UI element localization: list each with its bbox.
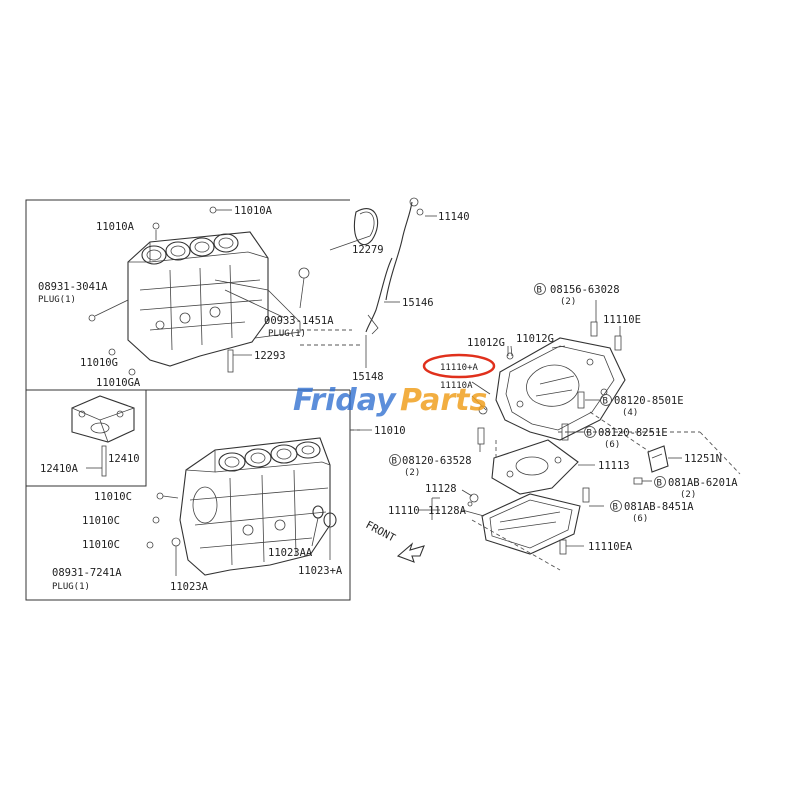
upper-oil-pan xyxy=(471,300,626,452)
label-11010A-left: 11010A xyxy=(96,221,135,233)
oil-pan-bracket xyxy=(633,445,682,485)
label-081AB-8451A: 081AB-8451A xyxy=(624,501,694,513)
watermark-logo: Friday Parts xyxy=(293,383,487,418)
b-marker-3-letter: B xyxy=(587,429,592,439)
label-081AB-6201A: 081AB-6201A xyxy=(668,477,738,489)
b-marker-1 xyxy=(534,283,546,295)
label-08120-8251E: 08120-8251E xyxy=(598,427,668,439)
b-marker-3 xyxy=(584,426,596,438)
b-marker-4-letter: B xyxy=(392,457,397,467)
watermark-word-2: Parts xyxy=(400,383,487,418)
oil-pan-baffle xyxy=(491,439,595,495)
b-marker-1-letter: B xyxy=(537,286,542,296)
label-11010C-2: 11010C xyxy=(82,515,120,527)
label-plug-2: PLUG(1) xyxy=(268,329,306,339)
label-qty-6a: (6) xyxy=(604,440,620,450)
label-11128: 11128 xyxy=(425,483,457,495)
label-11012G-1: 11012G xyxy=(467,337,505,349)
label-plug-1: PLUG(1) xyxy=(38,295,76,305)
label-plug-3: PLUG(1) xyxy=(52,582,90,592)
label-11110-plus-A: 11110+A xyxy=(440,363,479,373)
label-11251N: 11251N xyxy=(684,453,722,465)
b-marker-6 xyxy=(610,500,622,512)
oil-dipstick-assembly xyxy=(300,197,437,368)
label-11140: 11140 xyxy=(438,211,470,223)
b-marker-6-letter: B xyxy=(613,503,618,513)
label-11010A-top: 11010A xyxy=(234,205,273,217)
label-08931-7241A: 08931-7241A xyxy=(52,567,122,579)
label-11128A: 11128A xyxy=(428,505,467,517)
front-label: FRONT xyxy=(364,519,398,545)
label-11023A: 11023A xyxy=(170,581,209,593)
label-11010G: 11010G xyxy=(80,357,118,369)
label-11113: 11113 xyxy=(598,460,630,472)
part-labels: 11010A 11010A 08931-3041A PLUG(1) 11010G… xyxy=(38,205,738,593)
label-11010C-1: 11010C xyxy=(94,491,132,503)
b-marker-5 xyxy=(654,476,666,488)
lower-cylinder-block xyxy=(146,437,337,576)
label-11010GA: 11010GA xyxy=(96,377,141,389)
left-frame-boxes xyxy=(25,199,372,601)
label-qty-6b: (6) xyxy=(632,514,648,524)
highlight-circle xyxy=(422,353,496,379)
label-11110E: 11110E xyxy=(603,314,641,326)
b-marker-2-letter: B xyxy=(603,397,608,407)
label-15146: 15146 xyxy=(402,297,434,309)
label-08120-8501E: 08120-8501E xyxy=(614,395,684,407)
upper-cylinder-block xyxy=(88,206,310,376)
label-11023-plus-A: 11023+A xyxy=(298,565,343,577)
label-12410: 12410 xyxy=(108,453,140,465)
label-12279: 12279 xyxy=(352,244,384,256)
b-marker-4 xyxy=(389,454,401,466)
label-11110EA: 11110EA xyxy=(588,541,633,553)
label-12293: 12293 xyxy=(254,350,286,362)
main-bearing-cap xyxy=(71,395,135,477)
label-11110: 11110 xyxy=(388,505,420,517)
front-direction-arrow: FRONT xyxy=(364,519,425,563)
label-11012G-2: 11012G xyxy=(516,333,554,345)
label-11010C-3: 11010C xyxy=(82,539,120,551)
label-08120-63528: 08120-63528 xyxy=(402,455,472,467)
rear-oil-seal xyxy=(329,208,379,251)
b-marker-5-letter: B xyxy=(657,479,662,489)
label-qty-2a: (2) xyxy=(560,297,576,307)
label-00933-1451A: 00933-1451A xyxy=(264,315,334,327)
label-11110A: 11110A xyxy=(440,381,473,391)
label-11023AA: 11023AA xyxy=(268,547,313,559)
label-12410A: 12410A xyxy=(40,463,79,475)
label-08156-63028: 08156-63028 xyxy=(550,284,620,296)
label-qty-2b: (2) xyxy=(404,468,420,478)
watermark-word-1: Friday xyxy=(293,383,397,418)
label-15148: 15148 xyxy=(352,371,384,383)
connector-lines xyxy=(418,411,741,571)
label-qty-2c: (2) xyxy=(680,490,696,500)
b-marker-2 xyxy=(600,394,612,406)
label-qty-4: (4) xyxy=(622,408,638,418)
lower-oil-pan xyxy=(461,487,604,555)
label-08931-3041A: 08931-3041A xyxy=(38,281,108,293)
label-11010: 11010 xyxy=(374,425,406,437)
